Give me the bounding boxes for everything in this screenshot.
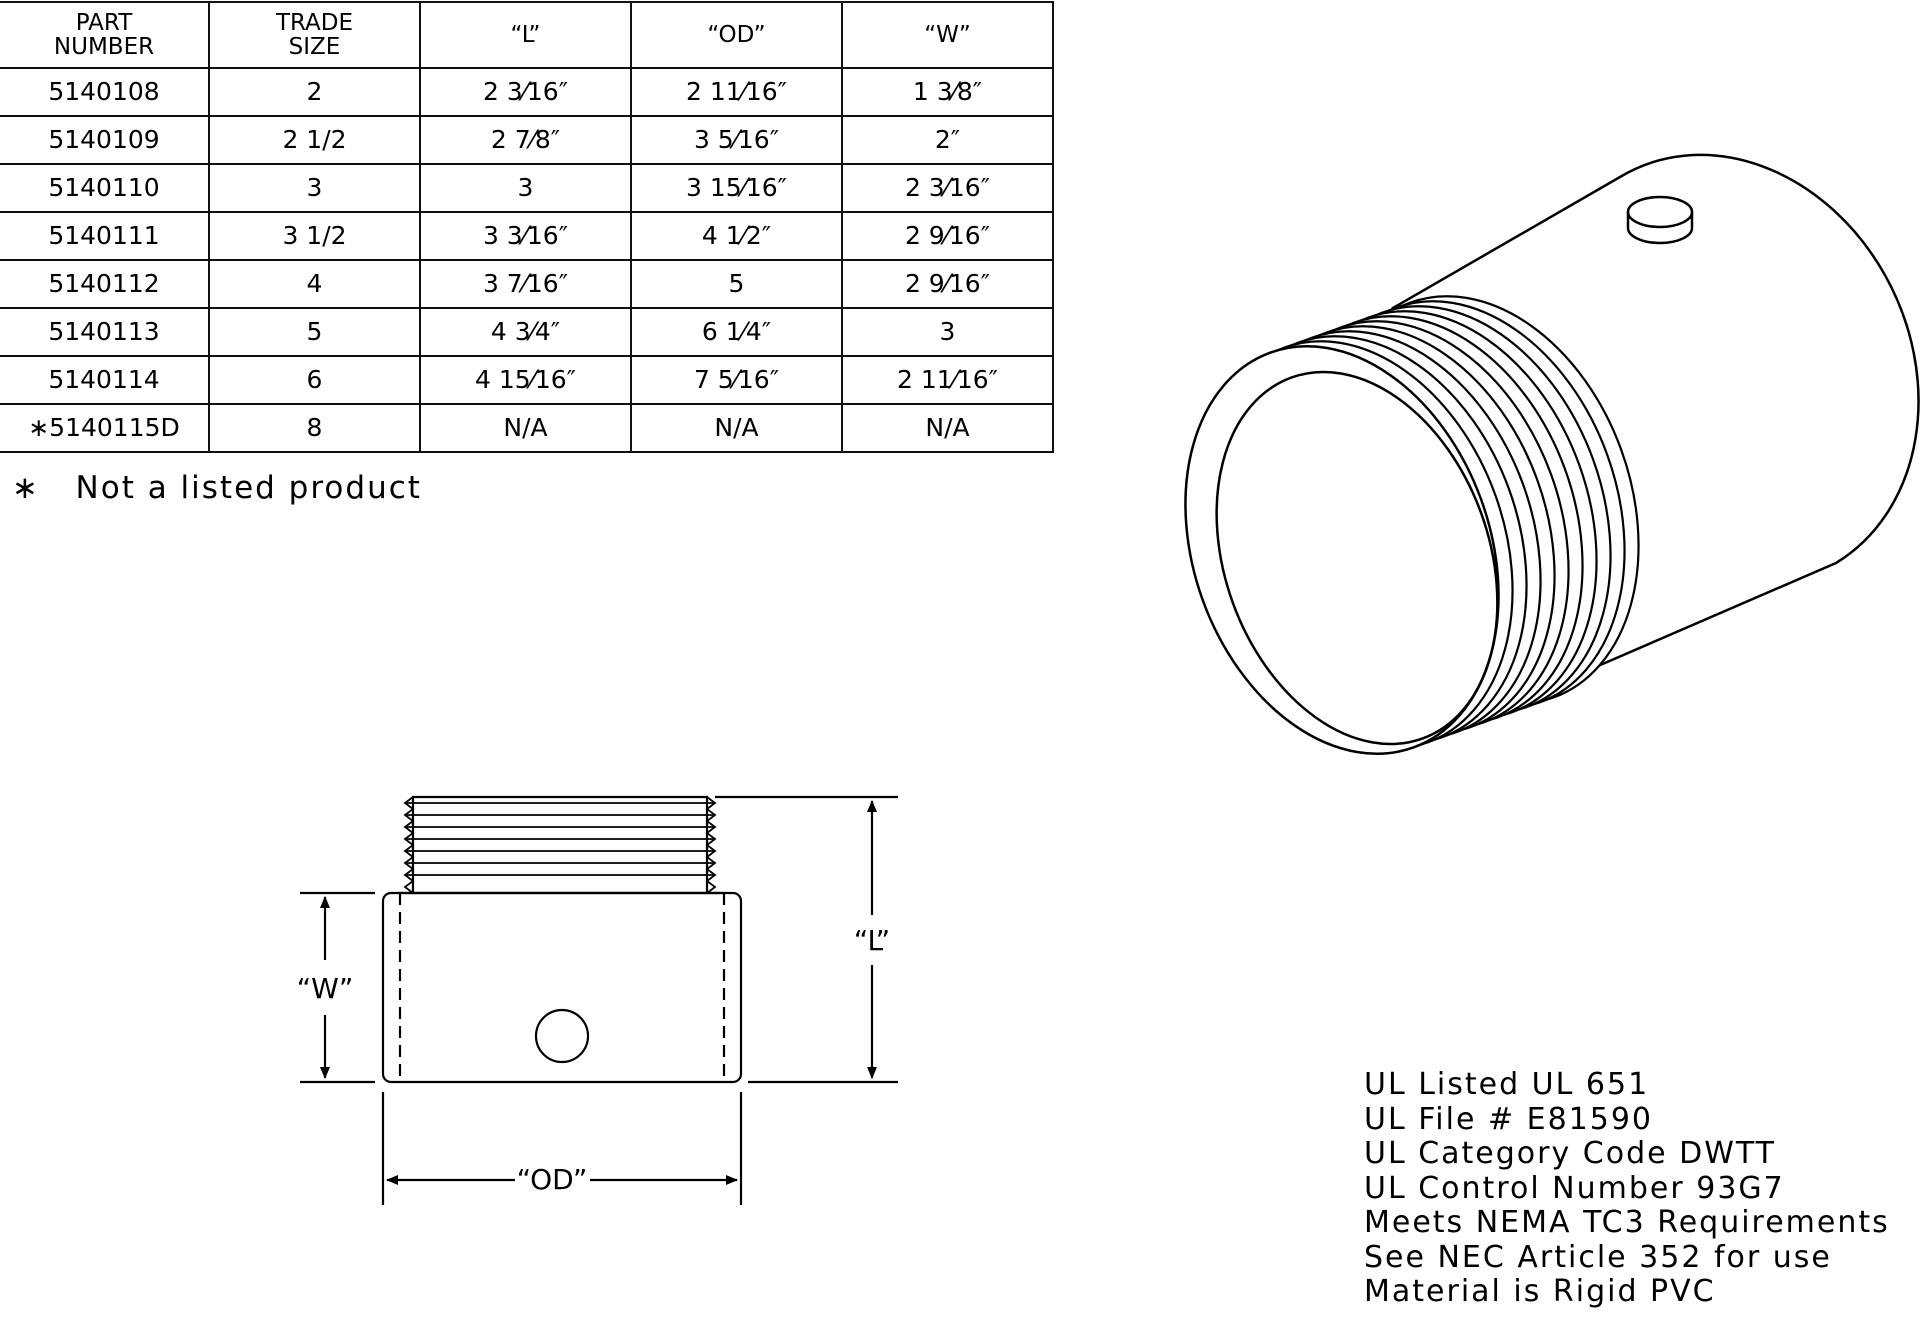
header-od: “OD” (630, 1, 843, 69)
cell-part-number: 5140113 (0, 307, 210, 357)
boss-top (1626, 195, 1694, 229)
specification-notes: UL Listed UL 651 UL File # E81590 UL Cat… (1364, 1067, 1890, 1310)
w-dimension-label: “W” (297, 972, 354, 1005)
table-row: 5140111 3 1/2 3 3⁄16″ 4 1⁄2″ 2 9⁄16″ (0, 211, 1054, 261)
cell-w: 3 (841, 307, 1054, 357)
cell-w: 1 3⁄8″ (841, 67, 1054, 117)
table-row: 5140109 2 1/2 2 7⁄8″ 3 5⁄16″ 2″ (0, 115, 1054, 165)
header-l: “L” (419, 1, 632, 69)
cell-part-number: 5140111 (0, 211, 210, 261)
front-opening-outer (1184, 345, 1500, 755)
cell-trade-size: 3 (208, 163, 421, 213)
cell-trade-size: 2 1/2 (208, 115, 421, 165)
note-line: UL Category Code DWTT (1364, 1136, 1777, 1171)
thread-lines (403, 796, 717, 894)
spec-table: PART NUMBER TRADE SIZE “L” “OD” “W” 5140… (0, 1, 1054, 453)
cell-l: 3 3⁄16″ (419, 211, 632, 261)
table-row: 5140108 2 2 3⁄16″ 2 11⁄16″ 1 3⁄8″ (0, 67, 1054, 117)
cell-od: 6 1⁄4″ (630, 307, 843, 357)
cell-part-number: 5140109 (0, 115, 210, 165)
cell-l: 4 3⁄4″ (419, 307, 632, 357)
cell-l: N/A (419, 403, 632, 453)
note-line: Material is Rigid PVC (1364, 1274, 1716, 1309)
cell-part-number: 5140112 (0, 259, 210, 309)
table-row: 5140110 3 3 3 15⁄16″ 2 3⁄16″ (0, 163, 1054, 213)
footnote-not-listed: ∗ Not a listed product (12, 470, 422, 506)
table-row: 5140113 5 4 3⁄4″ 6 1⁄4″ 3 (0, 307, 1054, 357)
cell-l: 4 15⁄16″ (419, 355, 632, 405)
cell-part-number: ∗5140115D (0, 403, 210, 453)
cell-l: 2 7⁄8″ (419, 115, 632, 165)
header-trade-size: TRADE SIZE (208, 1, 421, 69)
cell-w: 2 9⁄16″ (841, 211, 1054, 261)
note-line: See NEC Article 352 for use (1364, 1239, 1832, 1275)
table-row: ∗5140115D 8 N/A N/A N/A (0, 403, 1054, 453)
cell-trade-size: 4 (208, 259, 421, 309)
table-header-row: PART NUMBER TRADE SIZE “L” “OD” “W” (0, 1, 1054, 69)
body-section (381, 891, 743, 1084)
header-w: “W” (841, 1, 1054, 69)
cell-l: 2 3⁄16″ (419, 67, 632, 117)
cell-part-number: 5140108 (0, 67, 210, 117)
cell-w: 2 9⁄16″ (841, 259, 1054, 309)
cell-od: 5 (630, 259, 843, 309)
cell-od: 4 1⁄2″ (630, 211, 843, 261)
cell-part-number: 5140114 (0, 355, 210, 405)
cell-l: 3 7⁄16″ (419, 259, 632, 309)
cell-part-number: 5140110 (0, 163, 210, 213)
side-hole (534, 1008, 590, 1064)
note-line: UL Listed UL 651 (1364, 1067, 1650, 1102)
od-dimension-label: “OD” (517, 1163, 588, 1196)
cell-w: N/A (841, 403, 1054, 453)
cell-od: N/A (630, 403, 843, 453)
l-dimension-label: “L” (854, 924, 890, 957)
cell-od: 2 11⁄16″ (630, 67, 843, 117)
cell-trade-size: 8 (208, 403, 421, 453)
cell-w: 2 3⁄16″ (841, 163, 1054, 213)
thread-section (411, 795, 709, 895)
note-line: Meets NEMA TC3 Requirements (1364, 1205, 1890, 1240)
note-line: UL Control Number 93G7 (1364, 1170, 1785, 1206)
note-line: UL File # E81590 (1364, 1101, 1654, 1137)
front-opening-inner (1215, 370, 1499, 746)
cell-l: 3 (419, 163, 632, 213)
cell-trade-size: 6 (208, 355, 421, 405)
cell-od: 7 5⁄16″ (630, 355, 843, 405)
cell-trade-size: 3 1/2 (208, 211, 421, 261)
cell-trade-size: 5 (208, 307, 421, 357)
cell-od: 3 15⁄16″ (630, 163, 843, 213)
table-row: 5140114 6 4 15⁄16″ 7 5⁄16″ 2 11⁄16″ (0, 355, 1054, 405)
table-row: 5140112 4 3 7⁄16″ 5 2 9⁄16″ (0, 259, 1054, 309)
cell-w: 2 11⁄16″ (841, 355, 1054, 405)
cell-od: 3 5⁄16″ (630, 115, 843, 165)
header-part-number: PART NUMBER (0, 1, 210, 69)
cell-w: 2″ (841, 115, 1054, 165)
cell-trade-size: 2 (208, 67, 421, 117)
elevation-view (300, 795, 898, 1205)
boss-side (1626, 212, 1694, 245)
isometric-fitting-view (1184, 153, 1920, 755)
